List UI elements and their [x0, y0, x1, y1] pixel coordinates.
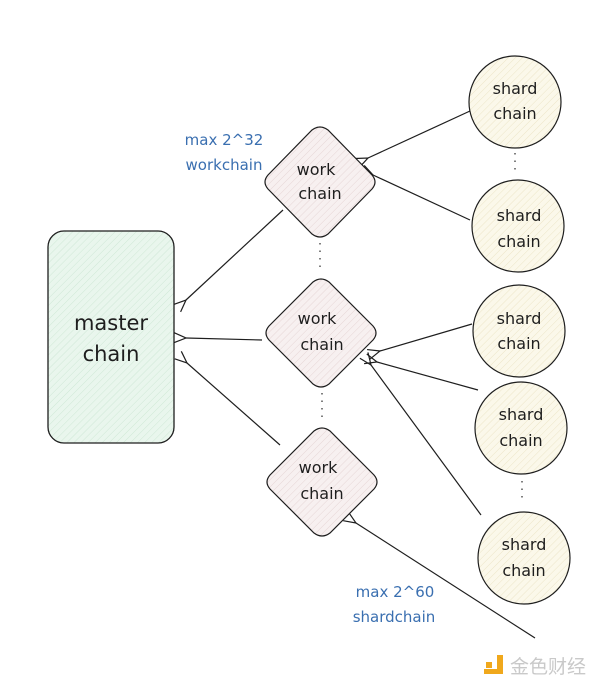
edge-workchain-1-to-master	[186, 209, 284, 300]
shardchain-limit-annotation: max 2^60 shardchain	[353, 583, 436, 626]
shardchain-node: shard chain	[474, 381, 568, 475]
workchain-1-label-line2: chain	[298, 184, 341, 203]
shardchain-node: shard chain	[472, 284, 566, 378]
workchain-limit-line1: max 2^32	[185, 131, 264, 149]
shardchain-limit-line1: max 2^60	[356, 583, 435, 601]
edge-shard-1-to-workchain-1	[368, 110, 471, 158]
watermark-logo-icon	[484, 655, 503, 674]
edge-workchain-3-to-master	[187, 363, 281, 446]
watermark-text: 金色财经	[510, 656, 586, 678]
shardchain-1-label-line2: chain	[493, 104, 536, 123]
master-chain-label-line2: chain	[83, 342, 140, 366]
shardchain-4-label-line1: shard	[499, 405, 544, 424]
edge-shard-2-to-workchain-1	[373, 175, 471, 221]
workchain-limit-annotation: max 2^32 workchain	[185, 131, 264, 174]
shardchain-2-label-line1: shard	[497, 206, 542, 225]
workchain-node: work chain	[265, 278, 377, 388]
shardchain-3-label-line1: shard	[497, 309, 542, 328]
shardchain-2-label-line2: chain	[497, 232, 540, 251]
edge-external-to-workchain-3	[356, 523, 536, 639]
shardchain-4-label-line2: chain	[499, 431, 542, 450]
workchain-limit-line2: workchain	[186, 156, 263, 174]
workchain-node: work chain	[264, 126, 376, 238]
shardchain-1-label-line1: shard	[493, 79, 538, 98]
shardchain-3-label-line2: chain	[497, 334, 540, 353]
workchain-2-label-line1: work	[298, 309, 337, 328]
shardchain-5-label-line2: chain	[502, 561, 545, 580]
master-chain-node: master chain	[47, 230, 175, 444]
workchain-3-label-line1: work	[299, 458, 338, 477]
edges-workchain-to-master	[186, 209, 284, 446]
edge-workchain-2-to-master	[186, 338, 263, 340]
master-chain-label-line1: master	[74, 311, 148, 335]
workchain-2-label-line2: chain	[300, 335, 343, 354]
shardchain-5-label-line1: shard	[502, 535, 547, 554]
edge-shard-4-to-workchain-2	[377, 362, 479, 391]
edge-shard-5-to-workchain-2	[371, 365, 482, 516]
shardchain-node: shard chain	[471, 179, 565, 273]
workchain-node: work chain	[266, 427, 378, 537]
edges-shardchain-to-workchain	[356, 110, 536, 639]
shardchain-node: shard chain	[468, 55, 562, 149]
edge-shard-3-to-workchain-2	[380, 323, 473, 351]
watermark: 金色财经	[484, 655, 586, 678]
shardchain-limit-line2: shardchain	[353, 608, 436, 626]
shardchain-node: shard chain	[477, 511, 571, 605]
workchain-3-label-line2: chain	[300, 484, 343, 503]
workchain-1-label-line1: work	[297, 160, 336, 179]
